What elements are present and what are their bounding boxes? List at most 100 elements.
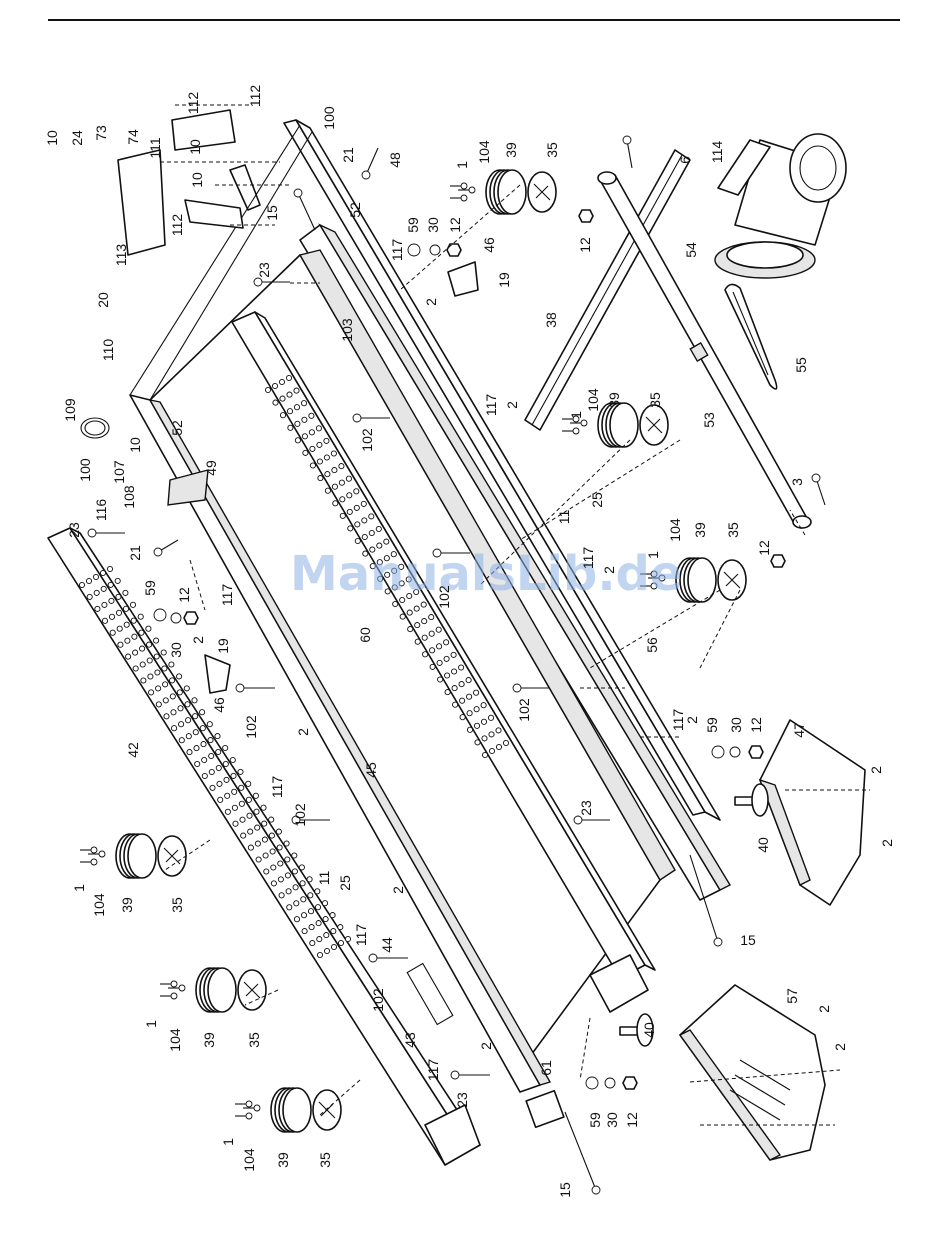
- callout-12: 12: [577, 237, 593, 253]
- perforation-hole: [260, 804, 267, 811]
- callout-102: 102: [359, 428, 375, 452]
- perforation-hole: [429, 647, 436, 654]
- perforations: [78, 374, 510, 959]
- callout-104: 104: [91, 893, 107, 917]
- callout-59: 59: [405, 217, 421, 233]
- pulley-assembly: [80, 833, 187, 879]
- callout-11: 11: [556, 510, 572, 525]
- perforation-hole: [191, 697, 198, 704]
- perforation-hole: [466, 693, 473, 700]
- perforation-hole: [390, 551, 397, 558]
- perforation-hole: [324, 487, 331, 494]
- hood-57: [678, 984, 826, 1161]
- perforation-hole: [324, 471, 331, 478]
- callout-53: 53: [701, 412, 717, 428]
- callout-30: 30: [728, 717, 744, 733]
- callout-100: 100: [77, 458, 93, 482]
- perforation-hole: [199, 725, 206, 732]
- callout-47: 47: [791, 722, 807, 738]
- callout-30: 30: [168, 642, 184, 658]
- perforation-hole: [130, 617, 137, 624]
- perforation-hole: [353, 504, 360, 511]
- perforation-hole: [362, 550, 369, 557]
- callout-3: 3: [789, 478, 805, 486]
- callout-60: 60: [357, 627, 373, 643]
- perforation-hole: [208, 752, 215, 760]
- perforation-hole: [278, 378, 286, 386]
- callout-102: 102: [292, 803, 308, 827]
- callout-102: 102: [370, 988, 386, 1012]
- perforation-hole: [315, 920, 322, 927]
- perforation-hole: [347, 525, 354, 532]
- callout-1: 1: [568, 411, 584, 419]
- callout-110: 110: [100, 339, 116, 362]
- callout-1: 1: [454, 161, 470, 169]
- perforation-hole: [254, 840, 261, 847]
- perforation-hole: [163, 713, 170, 720]
- perforation-hole: [338, 463, 345, 470]
- callout-30: 30: [425, 217, 441, 233]
- perforation-hole: [436, 659, 443, 666]
- perforation-hole: [354, 521, 361, 528]
- callout-104: 104: [585, 388, 601, 412]
- perforation-hole: [284, 872, 291, 879]
- perforation-hole: [502, 739, 510, 747]
- perforation-hole: [376, 542, 383, 549]
- callout-117: 117: [670, 709, 686, 732]
- perforation-hole: [238, 800, 245, 807]
- perforation-hole: [298, 864, 305, 871]
- perforation-hole: [286, 904, 293, 911]
- perforation-hole: [331, 467, 338, 474]
- callout-104: 104: [667, 518, 683, 542]
- perforation-hole: [300, 400, 308, 407]
- callout-104: 104: [476, 140, 492, 164]
- perforation-hole: [399, 613, 406, 620]
- perforation-hole: [209, 784, 216, 791]
- perforation-hole: [139, 645, 146, 652]
- perforation-hole: [398, 563, 405, 570]
- perforation-hole: [330, 943, 338, 951]
- frame-rails: [129, 119, 731, 901]
- perforation-hole: [145, 625, 152, 632]
- perforation-hole: [192, 713, 199, 720]
- perforation-hole: [101, 617, 109, 624]
- callout-38: 38: [543, 312, 559, 328]
- perforation-hole: [224, 792, 231, 799]
- hardware: [80, 109, 826, 1195]
- callout-102: 102: [243, 715, 259, 739]
- perforation-hole: [168, 661, 175, 668]
- perforation-hole: [122, 605, 130, 612]
- perforation-hole: [414, 638, 421, 645]
- perforation-hole: [115, 609, 123, 616]
- callout-109: 109: [62, 398, 78, 422]
- callout-107: 107: [111, 460, 127, 484]
- perforation-hole: [214, 733, 221, 740]
- perforation-hole: [346, 492, 353, 499]
- callout-1: 1: [143, 1020, 159, 1028]
- callout-40: 40: [755, 837, 771, 853]
- perforation-hole: [254, 824, 261, 831]
- perforation-hole: [285, 374, 293, 382]
- callout-39: 39: [503, 142, 519, 158]
- perforation-hole: [458, 681, 465, 688]
- perforation-hole: [215, 764, 222, 772]
- callout-12: 12: [176, 587, 192, 603]
- perforation-hole: [330, 928, 337, 935]
- perforation-hole: [443, 639, 450, 646]
- callout-46: 46: [211, 697, 227, 713]
- callout-10: 10: [187, 139, 203, 155]
- callout-35: 35: [544, 142, 560, 158]
- callout-6: 6: [677, 156, 693, 164]
- perforation-hole: [420, 601, 427, 608]
- perforation-hole: [488, 731, 495, 738]
- perforation-hole: [391, 584, 398, 591]
- perforation-hole: [86, 593, 93, 600]
- callout-10: 10: [127, 437, 143, 453]
- callout-20: 20: [95, 292, 111, 308]
- callout-59: 59: [142, 580, 158, 596]
- callout-57: 57: [784, 988, 800, 1004]
- callout-117: 117: [219, 584, 235, 607]
- perforation-hole: [231, 804, 238, 811]
- perforation-hole: [169, 677, 176, 684]
